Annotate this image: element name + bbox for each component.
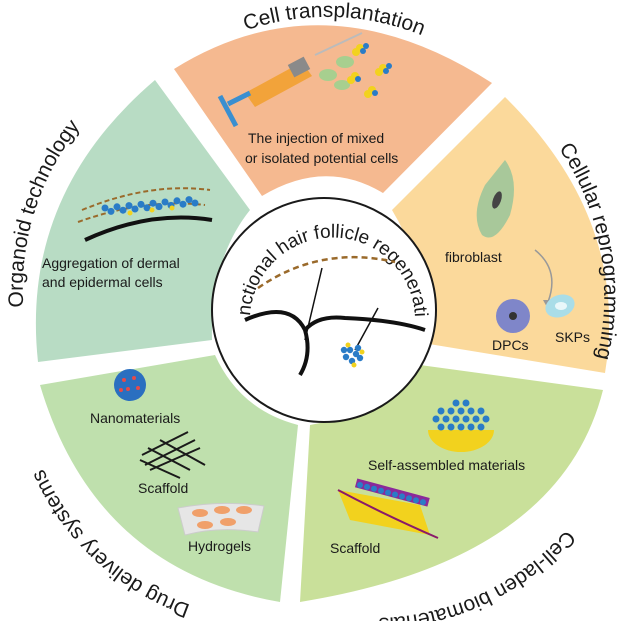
cell-dot bbox=[432, 415, 440, 423]
cell-dot bbox=[442, 415, 450, 423]
cell-dot bbox=[437, 407, 445, 415]
cell-dot bbox=[371, 485, 377, 492]
fiber-scaffold-icon bbox=[139, 431, 206, 479]
cell-dot bbox=[352, 48, 360, 56]
label-injection-line1: The injection of mixed bbox=[248, 130, 384, 146]
cell-dot bbox=[447, 423, 455, 431]
label-aggregation-line1: Aggregation of dermal bbox=[42, 255, 180, 271]
scaffold-block-icon bbox=[337, 478, 439, 539]
syringe-icon bbox=[217, 32, 363, 128]
cell-dot bbox=[169, 205, 175, 211]
cell-dot bbox=[447, 407, 455, 415]
cell-dot bbox=[356, 354, 364, 362]
cell-dot bbox=[352, 350, 360, 358]
cell-dot bbox=[359, 349, 365, 355]
cell-dot bbox=[185, 196, 193, 204]
sector-drug-delivery-systems bbox=[40, 355, 298, 602]
cell-dot bbox=[360, 48, 366, 54]
fibroblast-icon bbox=[476, 160, 514, 238]
cell-dot bbox=[101, 204, 109, 212]
sector-cell-laden-biomaterials bbox=[300, 365, 603, 602]
cell-dot bbox=[149, 207, 155, 213]
label-fibroblast: fibroblast bbox=[445, 249, 502, 265]
cell-dot bbox=[413, 497, 419, 504]
cell-dot bbox=[125, 202, 133, 210]
label-aggregation-line2: and epidermal cells bbox=[42, 274, 163, 290]
cell-dot bbox=[386, 63, 392, 69]
cell-dot bbox=[127, 210, 133, 216]
hair-follicle-illustration bbox=[244, 255, 426, 377]
cell-dot bbox=[351, 362, 357, 368]
cell-dot bbox=[137, 200, 145, 208]
cell-dot bbox=[477, 407, 485, 415]
cell-dot bbox=[420, 499, 426, 506]
cell-dot bbox=[364, 90, 372, 98]
cell-dot bbox=[437, 423, 445, 431]
cell-dot bbox=[372, 90, 378, 96]
self-assembled-sphere-icon bbox=[428, 399, 494, 452]
label-skps: SKPs bbox=[555, 329, 590, 345]
cell-dot bbox=[462, 415, 470, 423]
cell-dot bbox=[383, 68, 389, 74]
transplanted-cells bbox=[319, 43, 392, 98]
cell-dot bbox=[462, 399, 470, 407]
cell-dot bbox=[452, 399, 460, 407]
cell-dot bbox=[345, 342, 351, 348]
cell-dot bbox=[155, 203, 163, 211]
label-self-assembled: Self-assembled materials bbox=[368, 457, 525, 473]
center-circle bbox=[211, 197, 437, 423]
cell-dot bbox=[385, 489, 391, 496]
cell-dot bbox=[378, 487, 384, 494]
skp-cell-icon bbox=[545, 294, 575, 318]
cell-dot bbox=[375, 68, 383, 76]
cell-dot bbox=[457, 423, 465, 431]
label-scaffold-drug: Scaffold bbox=[138, 480, 188, 496]
cell-dot bbox=[113, 203, 121, 211]
nanomaterial-icon bbox=[114, 369, 146, 401]
cell-dot bbox=[347, 76, 355, 84]
cell-dot bbox=[364, 483, 370, 490]
cell-dot bbox=[467, 423, 475, 431]
cell-dot bbox=[457, 407, 465, 415]
label-nanomaterials: Nanomaterials bbox=[90, 410, 180, 426]
cell-dot bbox=[472, 415, 480, 423]
cell-dot bbox=[346, 346, 354, 354]
cell-dot bbox=[191, 199, 199, 207]
cell-dot bbox=[119, 206, 127, 214]
cell-dot bbox=[340, 346, 348, 354]
cell-dot bbox=[179, 200, 187, 208]
cell-dot bbox=[131, 205, 139, 213]
cell-dot bbox=[143, 204, 151, 212]
label-scaffold-biomaterial: Scaffold bbox=[330, 540, 380, 556]
label-hydrogels: Hydrogels bbox=[188, 538, 251, 554]
cell-dot bbox=[452, 415, 460, 423]
cell-dot bbox=[354, 344, 362, 352]
cell-dot bbox=[363, 43, 369, 49]
hydrogel-icon bbox=[177, 502, 265, 536]
cell-dot bbox=[392, 491, 398, 498]
sector-cell-transplantation bbox=[174, 25, 492, 197]
cell-dot bbox=[149, 199, 157, 207]
cell-dot bbox=[107, 207, 115, 215]
dpc-cell-icon bbox=[496, 299, 530, 333]
cell-dot bbox=[399, 493, 405, 500]
label-injection-line2: or isolated potential cells bbox=[245, 150, 398, 166]
cell-dot bbox=[357, 482, 363, 488]
cell-dot bbox=[482, 415, 490, 423]
label-dpcs: DPCs bbox=[492, 337, 529, 353]
cell-dot bbox=[355, 76, 361, 82]
cell-dot bbox=[161, 198, 169, 206]
cell-dot bbox=[173, 197, 181, 205]
cell-dot bbox=[342, 353, 350, 361]
reprogram-arrow bbox=[534, 249, 553, 303]
cell-dot bbox=[467, 407, 475, 415]
cell-dot bbox=[477, 423, 485, 431]
cell-dot bbox=[406, 495, 412, 502]
organoid-illustration bbox=[77, 187, 213, 242]
